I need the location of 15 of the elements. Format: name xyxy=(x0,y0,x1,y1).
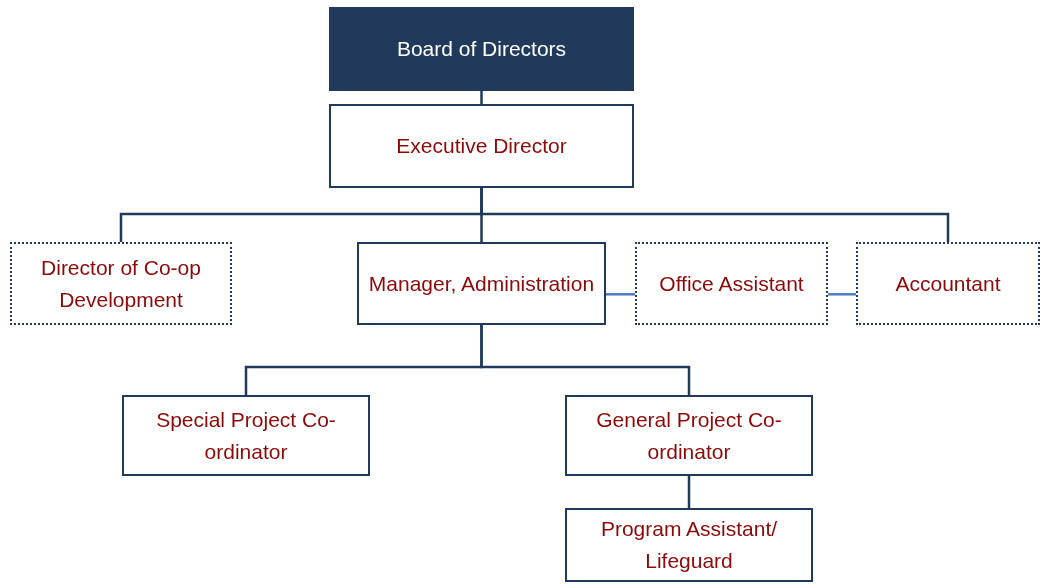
role-box: General Project Co-ordinator xyxy=(565,395,813,476)
connector-line xyxy=(480,91,483,104)
role-box: Executive Director xyxy=(329,104,634,188)
connector-line xyxy=(480,188,950,242)
role-box: Special Project Co-ordinator xyxy=(122,395,370,476)
role-box: Office Assistant xyxy=(635,242,828,325)
connector-line xyxy=(606,293,635,296)
header-box: Board of Directors xyxy=(329,7,634,91)
role-box: Program Assistant/ Lifeguard xyxy=(565,508,813,582)
connector-line xyxy=(828,293,856,296)
connector-line xyxy=(687,476,691,508)
role-box: Director of Co-op Development xyxy=(10,242,232,325)
role-box: Manager, Administration xyxy=(357,242,606,325)
connector-line xyxy=(480,325,691,395)
role-box: Accountant xyxy=(856,242,1040,325)
